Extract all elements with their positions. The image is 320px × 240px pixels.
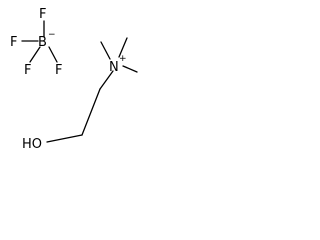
choline-cation: N + HO — [22, 37, 138, 152]
n-methyl-upper-left-bond — [100, 41, 111, 60]
n-ch2-bond — [99, 70, 114, 90]
ch2-oxygen-bond — [46, 134, 83, 143]
b-f-lower-right-bond — [48, 46, 58, 63]
fluorine-left-label: F — [10, 35, 17, 50]
fluorine-lower-left-label: F — [24, 63, 31, 78]
b-f-lower-left-bond — [29, 46, 41, 63]
hydroxyl-label: HO — [22, 137, 42, 152]
chemical-structure-canvas: F F B − F F N + HO — [10, 7, 138, 152]
tetrafluoroborate-anion: F F B − F F — [10, 7, 62, 78]
nitrogen-label: N — [109, 60, 119, 75]
boron-charge-label: − — [48, 30, 56, 40]
boron-label: B — [38, 35, 47, 50]
fluorine-top-label: F — [39, 7, 46, 22]
n-methyl-upper-right-bond — [118, 37, 128, 58]
ch2-ch2-bond — [81, 88, 101, 136]
fluorine-lower-right-label: F — [55, 63, 62, 78]
n-methyl-right-bond — [122, 65, 138, 73]
nitrogen-charge-label: + — [119, 54, 127, 64]
